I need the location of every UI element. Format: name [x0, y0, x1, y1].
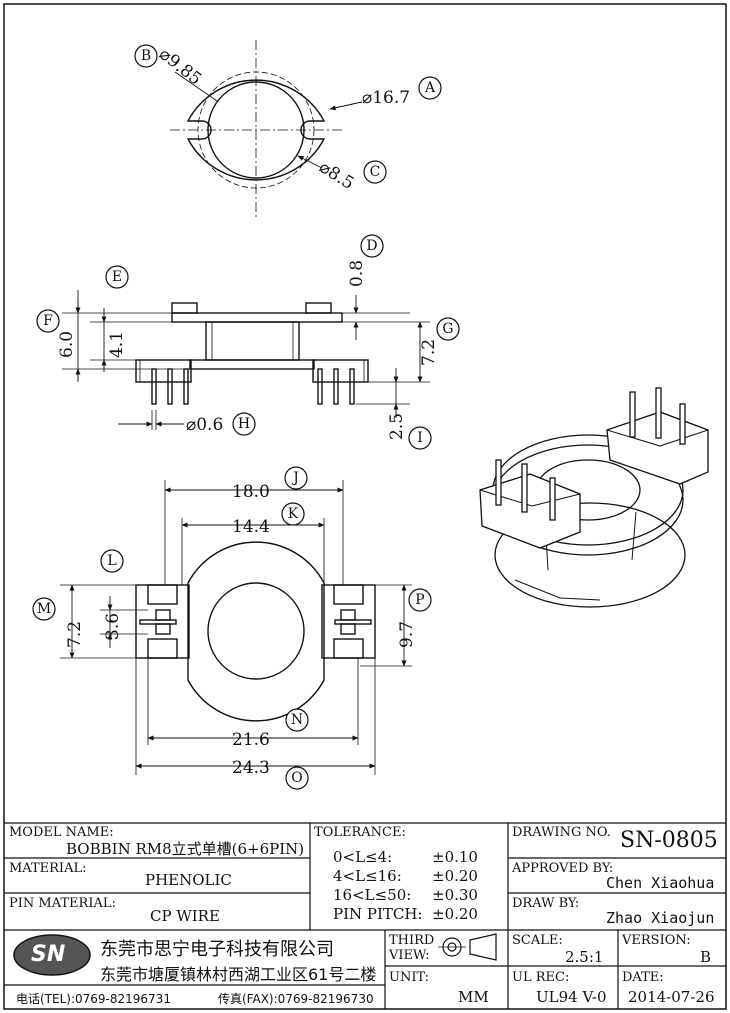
dim-k-text: 14.4: [232, 517, 270, 537]
tolerance-value-3: ±0.30: [432, 886, 478, 904]
third-view-label: THIRD VIEW:: [389, 933, 435, 963]
scale-value: 2.5:1: [565, 948, 604, 966]
svg-text:I: I: [417, 430, 423, 446]
isometric-view: [479, 387, 709, 608]
scale-label: SCALE:: [512, 933, 563, 948]
dim-a-text: ⌀16.7: [362, 88, 410, 108]
drawing-no-label: DRAWING NO.: [512, 825, 611, 840]
dim-m-text: 7.2: [65, 621, 85, 648]
company-tel: 电话(TEL):0769-82196731: [16, 992, 171, 1006]
model-name-label: MODEL NAME:: [9, 825, 114, 840]
dim-j-text: 18.0: [232, 482, 270, 502]
title-block-grid: [4, 822, 726, 1009]
svg-text:A: A: [424, 80, 436, 96]
top-view-bore: [207, 81, 305, 179]
side-core: [205, 321, 300, 361]
dim-h-text: ⌀0.6: [186, 415, 223, 435]
material-label: MATERIAL:: [9, 861, 87, 876]
bottom-bore: [207, 582, 305, 680]
tolerance-value-2: ±0.20: [432, 867, 478, 885]
version-label: VERSION:: [622, 933, 691, 948]
callout-letters: B A C D E F G H I J K L M P N O: [37, 48, 454, 786]
approved-by-value: Chen Xiaohua: [606, 874, 715, 892]
tolerance-value-1: ±0.10: [432, 848, 478, 866]
model-name-value: BOBBIN RM8立式单槽(6+6PIN): [66, 840, 305, 858]
svg-text:C: C: [370, 164, 381, 180]
top-view-flange: [186, 79, 326, 181]
svg-text:N: N: [291, 712, 303, 728]
pin-material-value: CP WIRE: [150, 907, 220, 925]
iso-pin-block-left: [479, 473, 581, 549]
svg-text:L: L: [107, 553, 116, 569]
bottom-flange: [187, 541, 325, 722]
date-value: 2014-07-26: [628, 988, 715, 1006]
dim-i-text: 2.5: [387, 413, 407, 440]
tolerance-range-1: 0<L≤4:: [333, 848, 393, 866]
dim-n-text: 21.6: [232, 730, 270, 750]
tolerance-value-4: ±0.20: [432, 905, 478, 923]
material-value: PHENOLIC: [145, 871, 232, 889]
dim-p-text: 9.7: [397, 621, 417, 648]
svg-text:F: F: [43, 313, 53, 329]
side-pin-block-left: [135, 359, 192, 383]
svg-text:J: J: [291, 470, 299, 486]
unit-value: MM: [458, 988, 489, 1006]
tolerance-range-2: 4<L≤16:: [333, 867, 402, 885]
side-top-flange: [171, 312, 343, 323]
draw-by-label: DRAW BY:: [512, 896, 580, 911]
side-bottom-flange: [189, 359, 315, 370]
dim-o-text: 24.3: [232, 758, 270, 778]
company-logo: [13, 934, 91, 976]
draw-by-value: Zhao Xiaojun: [606, 909, 715, 927]
svg-text:P: P: [415, 592, 424, 608]
svg-text:G: G: [442, 321, 453, 337]
svg-text:O: O: [291, 770, 302, 786]
tolerance-label: TOLERANCE:: [314, 825, 406, 840]
dim-l-text: 3.6: [103, 613, 123, 640]
date-label: DATE:: [622, 970, 664, 985]
dim-e-text: 4.1: [107, 331, 127, 358]
svg-text:M: M: [37, 601, 51, 617]
company-logo-text: SN: [31, 942, 66, 967]
ul-rec-label: UL REC:: [512, 970, 570, 985]
side-view: [62, 290, 430, 430]
third-view-symbol-icon: [438, 933, 497, 961]
side-pin-block-right: [312, 359, 369, 383]
dim-d-text: 0.8: [347, 260, 367, 287]
svg-text:K: K: [288, 506, 299, 522]
company-address: 东莞市塘厦镇林村西湖工业区61号二楼: [100, 965, 377, 984]
bottom-pin-block-left: [135, 584, 190, 659]
approved-by-label: APPROVED BY:: [512, 861, 614, 876]
svg-text:H: H: [238, 416, 250, 432]
company-fax: 传真(FAX):0769-82196730: [218, 992, 374, 1006]
ul-rec-value: UL94 V-0: [536, 988, 607, 1006]
iso-bottom-flange: [494, 502, 686, 608]
dim-b-text: ⌀9.85: [155, 44, 205, 89]
dim-f-text: 6.0: [57, 331, 77, 358]
svg-text:B: B: [141, 48, 151, 64]
version-value: B: [700, 948, 712, 966]
svg-text:D: D: [366, 238, 377, 254]
callouts: [32, 44, 460, 790]
bottom-view: [60, 480, 412, 775]
drawing-no-value: SN-0805: [620, 828, 718, 853]
tolerance-range-3: 16<L≤50:: [333, 886, 412, 904]
svg-text:E: E: [112, 269, 122, 285]
dim-c-text: ⌀8.5: [315, 157, 357, 194]
sheet-border: [3, 3, 727, 1010]
unit-label: UNIT:: [389, 970, 430, 985]
company-name: 东莞市思宁电子科技有限公司: [100, 939, 334, 960]
bottom-pin-block-right: [321, 584, 376, 659]
pin-material-label: PIN MATERIAL:: [9, 896, 116, 911]
tolerance-range-4: PIN PITCH:: [333, 905, 423, 923]
top-view: [170, 40, 363, 220]
dim-g-text: 7.2: [419, 339, 439, 366]
